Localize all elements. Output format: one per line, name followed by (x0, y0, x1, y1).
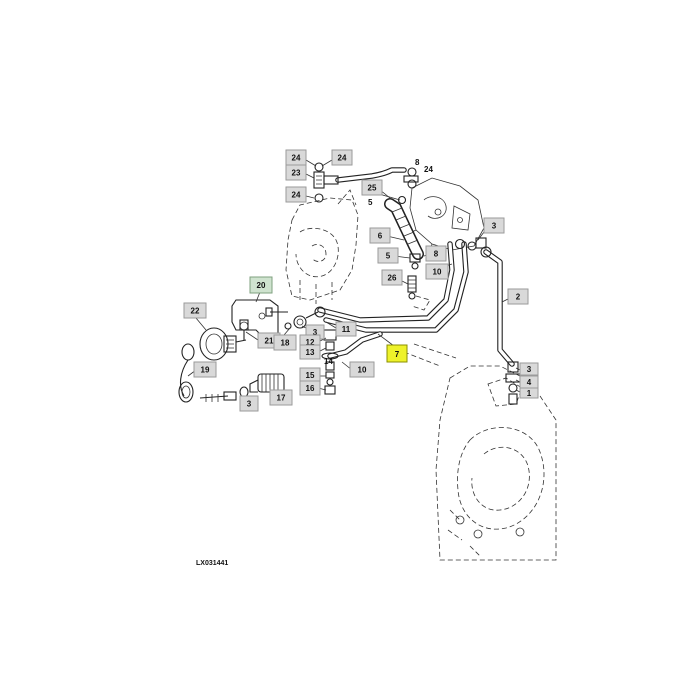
bolt-21[interactable] (239, 319, 249, 340)
callout-10[interactable]: 10 (349, 361, 375, 378)
sensor-tip-3[interactable] (199, 391, 237, 402)
callout-5[interactable]: 5 (377, 247, 399, 264)
right-valve-fittings[interactable] (454, 237, 492, 258)
svg-text:3: 3 (527, 365, 532, 374)
callout-25[interactable]: 25 (361, 179, 383, 196)
axle-fitting-stack[interactable] (505, 361, 521, 405)
callout-2[interactable]: 2 (507, 288, 529, 305)
bracket-20[interactable] (231, 299, 288, 337)
svg-text:24: 24 (292, 154, 301, 163)
svg-text:25: 25 (368, 184, 377, 193)
callout-8[interactable]: 8 (425, 245, 447, 262)
svg-text:3: 3 (313, 328, 318, 337)
svg-text:21: 21 (265, 337, 274, 346)
hydraulic-line-10-lower[interactable] (327, 331, 383, 359)
callout-19[interactable]: 19 (193, 361, 217, 378)
svg-text:13: 13 (306, 348, 315, 357)
svg-text:18: 18 (281, 339, 290, 348)
inline-numbers: 8 24 5 14 9 (324, 158, 433, 366)
svg-text:12: 12 (306, 338, 315, 347)
svg-text:16: 16 (306, 384, 315, 393)
inline-number-14: 14 (324, 357, 333, 366)
hydraulic-line-10-upper[interactable] (323, 241, 469, 333)
svg-text:10: 10 (433, 268, 442, 277)
callout-3[interactable]: 3 (239, 395, 259, 412)
svg-text:3: 3 (247, 400, 252, 409)
callout-10[interactable]: 10 (425, 263, 449, 280)
callout-labels: 24 24 23 24 25 6 5 26 8 10 3 2 20 22 21 … (183, 149, 539, 412)
elbow-fitting-23[interactable] (313, 162, 339, 203)
svg-text:8: 8 (434, 250, 439, 259)
svg-text:5: 5 (386, 252, 391, 261)
callout-24[interactable]: 24 (285, 186, 307, 203)
callout-4[interactable]: 4 (519, 375, 539, 389)
svg-text:17: 17 (277, 394, 286, 403)
callout-11[interactable]: 11 (335, 321, 357, 337)
svg-text:10: 10 (358, 366, 367, 375)
svg-text:1: 1 (527, 389, 532, 398)
svg-text:24: 24 (338, 154, 347, 163)
callout-6[interactable]: 6 (369, 227, 391, 244)
callout-1[interactable]: 1 (519, 387, 539, 399)
fitting-18-stack[interactable] (284, 306, 326, 330)
svg-text:6: 6 (378, 232, 383, 241)
svg-text:24: 24 (292, 191, 301, 200)
hydraulic-line-7[interactable] (317, 241, 455, 323)
reference-code: LX031441 (196, 560, 228, 567)
svg-text:15: 15 (306, 371, 315, 380)
callout-3[interactable]: 3 (519, 362, 539, 376)
axle-housing-outline (435, 365, 557, 561)
callout-7[interactable]: 7 (386, 344, 408, 363)
svg-text:19: 19 (201, 366, 210, 375)
svg-text:26: 26 (388, 274, 397, 283)
inline-number-24: 24 (424, 165, 433, 174)
callout-3[interactable]: 3 (483, 217, 505, 234)
svg-text:11: 11 (342, 325, 351, 334)
hydraulic-line-2[interactable] (483, 249, 515, 367)
callout-18[interactable]: 18 (273, 334, 297, 351)
callout-24[interactable]: 24 (285, 149, 307, 166)
callout-15[interactable]: 15 (299, 367, 321, 383)
top-fittings-8-24[interactable] (403, 167, 419, 189)
svg-text:7: 7 (395, 350, 400, 359)
svg-text:4: 4 (527, 378, 532, 387)
callout-26[interactable]: 26 (381, 269, 403, 286)
callout-13[interactable]: 13 (299, 344, 321, 360)
svg-text:2: 2 (516, 293, 521, 302)
fitting-26[interactable] (407, 275, 431, 311)
callout-20[interactable]: 20 (249, 276, 273, 294)
callout-16[interactable]: 16 (299, 380, 321, 396)
ground-dash-lines (403, 343, 457, 367)
inline-number-8: 8 (415, 158, 420, 167)
svg-text:22: 22 (191, 307, 200, 316)
callout-24[interactable]: 24 (331, 149, 353, 166)
connector-cap-19[interactable] (178, 359, 194, 403)
hose-25[interactable] (384, 198, 424, 260)
callout-22[interactable]: 22 (183, 302, 207, 319)
inline-number-5: 5 (368, 198, 373, 207)
pump-housing-outline (285, 189, 359, 304)
callout-17[interactable]: 17 (269, 389, 293, 406)
callout-23[interactable]: 23 (285, 164, 307, 181)
svg-text:20: 20 (257, 281, 266, 290)
svg-text:23: 23 (292, 169, 301, 178)
hydraulic-line-top (335, 167, 407, 183)
svg-text:3: 3 (492, 222, 497, 231)
pressure-switch-22[interactable] (181, 327, 247, 361)
